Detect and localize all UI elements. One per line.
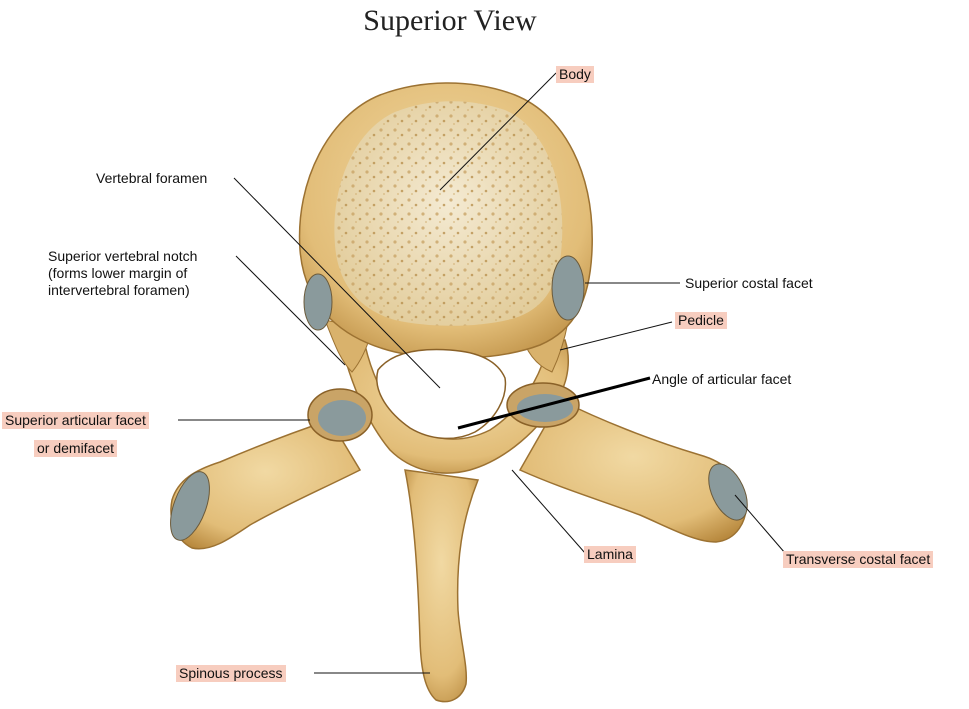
diagram-title: Superior View [363,4,537,37]
label-body: Body [556,66,594,83]
label-or-demifacet: or demifacet [34,440,118,457]
angle-of-articular-facet-line [457,376,651,430]
label-superior-articular-facet: Superior articular facet [2,412,149,429]
label-pedicle: Pedicle [675,312,727,329]
right-transverse-process-shape [518,399,747,543]
left-transverse-costal-facet-shape [170,471,210,541]
right-transverse-costal-facet-shape [708,463,748,521]
leader-lines [178,72,786,674]
vertebral-foramen-shape [376,348,507,440]
label-lamina: Lamina [584,546,636,563]
label-transverse-costal-facet: Transverse costal facet [783,551,934,568]
label-superior-vertebral-notch: Superior vertebral notch (forms lower ma… [48,248,198,298]
label-vertebral-foramen: Vertebral foramen [96,170,208,186]
label-spinous-process: Spinous process [176,665,286,682]
spinous-process-shape [404,469,480,703]
label-angle-of-articular-facet: Angle of articular facet [652,371,792,387]
label-superior-costal-facet: Superior costal facet [685,275,813,291]
right-superior-costal-facet-shape [551,255,585,321]
left-superior-costal-facet-shape [303,273,333,331]
